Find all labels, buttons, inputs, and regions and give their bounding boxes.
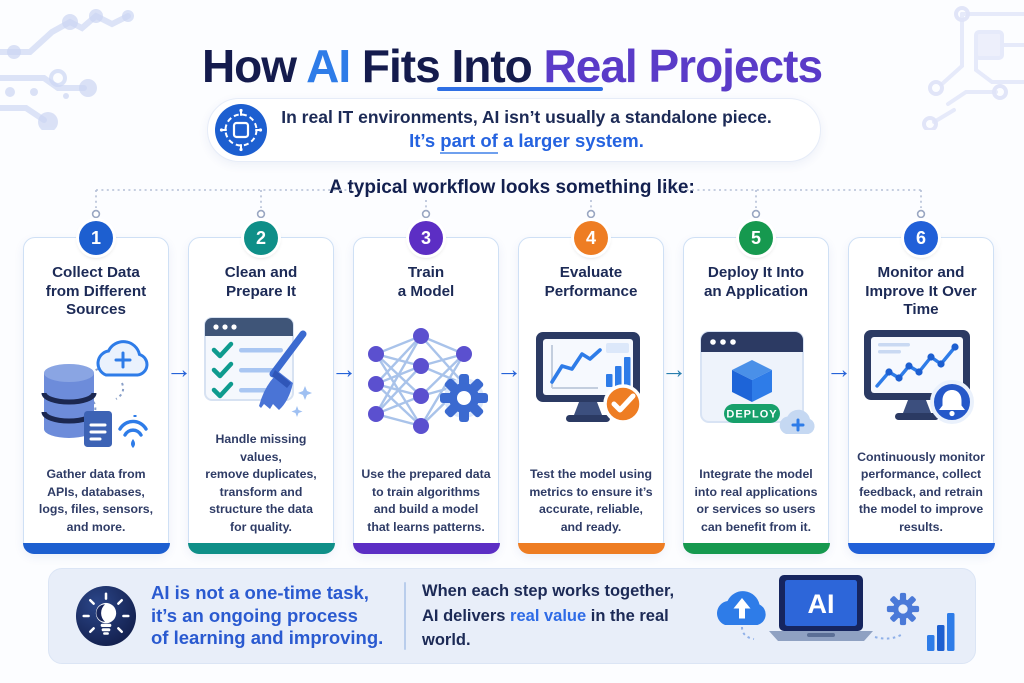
accent-phrase: real value xyxy=(510,606,587,625)
workflow-steps: 1 Collect Data from Different Sources xyxy=(22,221,995,554)
step-card-6: 6 Monitor and Improve It Over Time xyxy=(847,221,995,554)
brain-chip-icon xyxy=(215,104,267,156)
step-number-badge: 2 xyxy=(244,221,278,255)
bar-chart-icon xyxy=(927,613,955,651)
footer-banner: AI is not a one-time task, it’s an ongoi… xyxy=(48,568,976,664)
footer-graphics: AI xyxy=(710,573,959,659)
title-part-real-projects: Real Projects xyxy=(543,39,823,92)
step-number-badge: 5 xyxy=(739,221,773,255)
step-number-badge: 6 xyxy=(904,221,938,255)
evaluation-icon xyxy=(519,301,663,466)
gear-icon xyxy=(886,592,920,626)
step-accent-bar xyxy=(847,542,995,554)
title-underline xyxy=(437,87,603,91)
step-description: Handle missing values, remove duplicates… xyxy=(205,432,317,534)
step-accent-bar xyxy=(682,542,830,554)
intro-underlined-phrase: part of xyxy=(440,130,498,155)
step-description: Test the model using metrics to ensure i… xyxy=(529,467,653,534)
step-title: Evaluate Performance xyxy=(544,264,638,300)
footer-right-message: When each step works together, AI delive… xyxy=(422,579,710,653)
intro-line-1: In real IT environments, AI isn’t usuall… xyxy=(281,106,772,127)
step-accent-bar xyxy=(352,542,500,554)
footer-right-line-2: AI delivers real value in the real world… xyxy=(422,606,669,650)
intro-text: In real IT environments, AI isn’t usuall… xyxy=(267,106,820,155)
cloud-upload-icon xyxy=(717,591,766,625)
step-accent-bar xyxy=(517,542,665,554)
step-title: Train a Model xyxy=(397,264,455,300)
step-card-1: 1 Collect Data from Different Sources xyxy=(22,221,170,554)
flow-arrow-icon: → xyxy=(166,354,192,384)
model-training-icon xyxy=(354,301,498,466)
ai-laptop-icon: AI xyxy=(769,575,873,641)
page-title: How AI Fits Into Real Projects xyxy=(0,39,1024,93)
step-description: Use the prepared data to train algorithm… xyxy=(361,467,491,534)
step-number-badge: 1 xyxy=(79,221,113,255)
flow-arrow-icon: → xyxy=(826,354,852,384)
step-card-5: 5 Deploy It Into an Application DEPLOY xyxy=(682,221,830,554)
title-part-ai: AI xyxy=(306,39,351,92)
flow-arrow-icon: → xyxy=(331,354,357,384)
step-description: Gather data from APIs, databases, logs, … xyxy=(38,467,154,534)
deploy-button-label: DEPLOY xyxy=(726,408,777,420)
dotted-connector xyxy=(741,626,755,640)
data-collection-icon xyxy=(24,320,168,467)
lightbulb-icon xyxy=(75,585,137,647)
deployment-icon: DEPLOY xyxy=(684,301,828,466)
intro-line-2: It’s part of a larger system. xyxy=(267,129,786,155)
step-number-badge: 3 xyxy=(409,221,443,255)
footer-divider xyxy=(404,582,406,650)
step-card-3: 3 Train a Model xyxy=(352,221,500,554)
step-title: Deploy It Into an Application xyxy=(703,264,809,300)
step-accent-bar xyxy=(187,542,335,554)
flow-arrow-icon: → xyxy=(496,354,522,384)
step-number-badge: 4 xyxy=(574,221,608,255)
workflow-connector-lines xyxy=(91,189,926,219)
data-cleaning-icon xyxy=(189,301,333,431)
step-title: Monitor and Improve It Over Time xyxy=(865,264,977,319)
monitoring-icon xyxy=(849,320,993,449)
step-title: Clean and Prepare It xyxy=(224,264,298,300)
flow-arrow-icon: → xyxy=(661,354,687,384)
step-card-4: 4 Evaluate Performance xyxy=(517,221,665,554)
title-part-how: How xyxy=(201,39,307,92)
step-title: Collect Data from Different Sources xyxy=(45,264,147,319)
intro-banner: In real IT environments, AI isn’t usuall… xyxy=(207,98,821,162)
workflow-heading: A typical workflow looks something like: xyxy=(329,177,695,198)
footer-right-line-1: When each step works together, xyxy=(422,581,675,600)
step-card-2: 2 Clean and Prepare It xyxy=(187,221,335,554)
step-description: Integrate the model into real applicatio… xyxy=(694,467,818,534)
step-accent-bar xyxy=(22,542,170,554)
step-description: Continuously monitor performance, collec… xyxy=(857,449,985,534)
dotted-connector xyxy=(874,634,902,640)
title-part-fits-into: Fits Into xyxy=(350,39,544,92)
laptop-screen-label: AI xyxy=(808,589,835,619)
footer-left-message: AI is not a one-time task, it’s an ongoi… xyxy=(151,581,384,649)
